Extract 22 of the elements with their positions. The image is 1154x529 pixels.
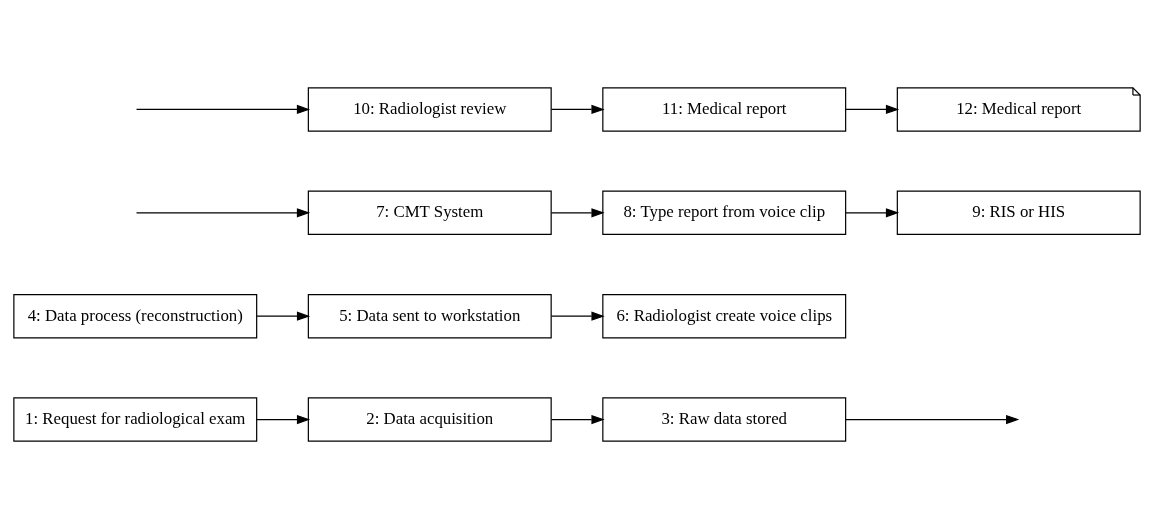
node-box: 1: Request for radiological exam	[13, 397, 258, 442]
arrow	[845, 104, 900, 115]
arrow	[550, 414, 605, 425]
arrow	[135, 104, 311, 115]
arrow	[845, 208, 900, 218]
arrow	[550, 311, 605, 321]
node-box: 8: Type report from voice clip	[602, 190, 847, 236]
node-box: 9: RIS or HIS	[896, 190, 1141, 236]
arrow	[135, 208, 311, 218]
arrow	[550, 104, 605, 115]
node-box: 2: Data acquisition	[307, 397, 552, 442]
arrow	[845, 414, 1020, 425]
node-box: 3: Raw data stored	[602, 397, 847, 442]
node-box: 7: CMT System	[307, 190, 552, 236]
node-box: 6: Radiologist create voice clips	[602, 293, 847, 339]
arrow	[256, 311, 311, 321]
node-box: 11: Medical report	[602, 87, 847, 132]
arrow	[550, 208, 605, 218]
node-box: 4: Data process (reconstruction)	[13, 293, 258, 339]
node-box: 5: Data sent to workstation	[307, 293, 552, 339]
node-box: 10: Radiologist review	[307, 87, 552, 132]
arrow	[256, 414, 311, 425]
